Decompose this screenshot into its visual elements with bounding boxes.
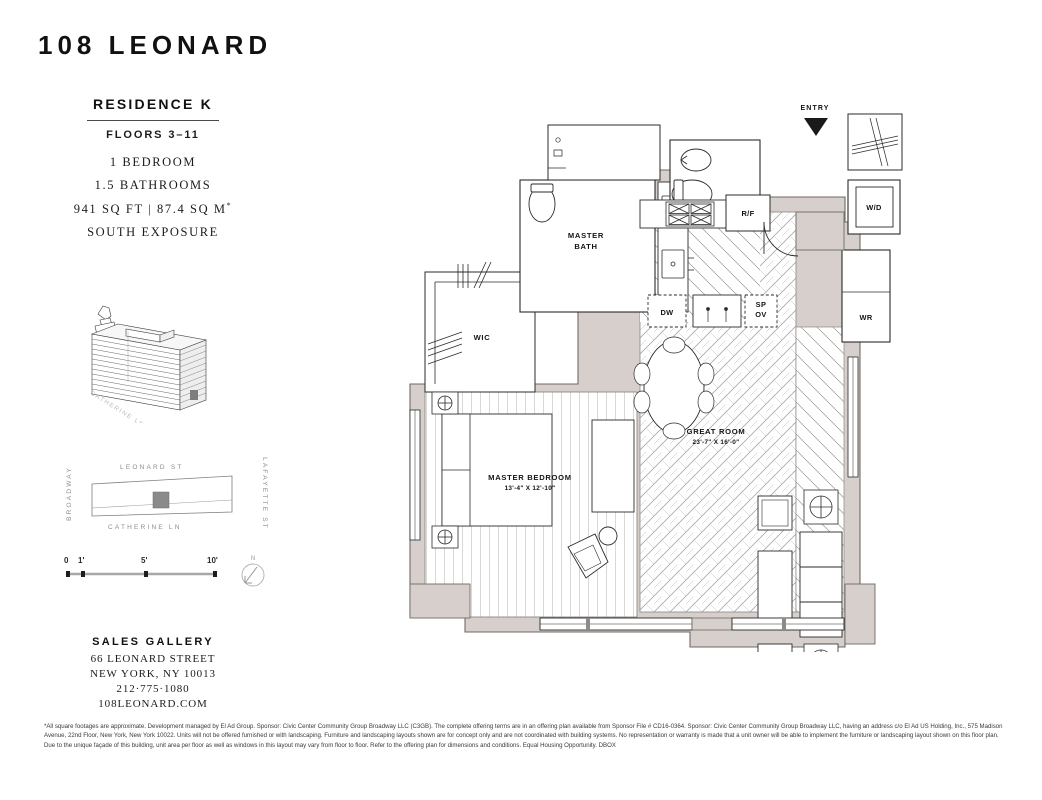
speed-oven-label-ov: OV (755, 310, 766, 319)
residence-bathrooms: 1.5 BATHROOMS (94, 178, 212, 192)
residence-area-text: 941 SQ FT | 87.4 SQ M (73, 202, 227, 217)
svg-text:N: N (251, 556, 255, 562)
armchair-bedroom (567, 526, 618, 579)
residence-area: 941 SQ FT | 87.4 SQ M* (38, 201, 268, 217)
scale-bar: 0 1' 5' 10' (64, 556, 224, 586)
upper-right-mech (847, 113, 903, 171)
nightstand-top (431, 391, 459, 415)
wic-label: WIC (474, 333, 491, 342)
scale-tick-5: 5' (141, 556, 148, 565)
street-label-broadway: BROADWAY (65, 466, 73, 521)
street-label-lafayette: LAFAYETTE ST (260, 457, 268, 530)
side-table-bottom (803, 643, 839, 652)
residence-exposure: SOUTH EXPOSURE (87, 225, 219, 240)
dining-set (633, 336, 715, 440)
street-label-leonard: LEONARD ST (120, 464, 184, 471)
scale-tick-1: 1' (78, 556, 85, 565)
building-illustration: CATHERINE LN (62, 298, 232, 429)
mech-hatch-lines (851, 117, 899, 167)
oven-box (744, 294, 778, 328)
coffee-table (757, 550, 793, 624)
residence-bedrooms: 1 BEDROOM (109, 155, 197, 169)
entry-door-swing (763, 221, 799, 257)
entry-marker: ENTRY (801, 105, 830, 136)
kitchen-island (692, 294, 742, 328)
scale-tick-10: 10' (207, 556, 218, 565)
east-window-strip (847, 356, 859, 478)
master-bath-label-line1: MASTER (568, 231, 604, 240)
shower-fixture (548, 137, 566, 169)
armchair-top-inner (761, 499, 789, 527)
armchair-bottom (757, 643, 793, 652)
west-window-strip (409, 409, 421, 541)
core-block-bottom-right (844, 583, 876, 645)
bed (441, 413, 553, 527)
entry-label: ENTRY (801, 105, 830, 112)
great-room-dimensions: 23'-7" X 16'-0" (693, 439, 740, 446)
sales-address-line1: 66 LEONARD STREET (90, 653, 216, 665)
wic-room (424, 271, 536, 393)
island-faucets (706, 307, 728, 322)
area-asterisk: * (226, 201, 233, 210)
core-block-bottom-left (409, 583, 471, 619)
wr-label: WR (859, 313, 872, 322)
refrigerator-box (725, 194, 771, 232)
dishwasher-box (647, 294, 687, 328)
powder-sink-icon (680, 148, 712, 172)
dresser (591, 419, 635, 513)
page-title: 108 LEONARD (38, 30, 273, 60)
site-map: LEONARD ST CATHERINE LN BROADWAY LAFAYET… (52, 440, 278, 550)
south-window-wall (539, 617, 845, 631)
sales-gallery-block: SALES GALLERY 66 LEONARD STREET NEW YORK… (38, 636, 268, 710)
master-bedroom-dimensions: 13'-4" X 12'-10" (505, 485, 556, 492)
sales-website[interactable]: 108LEONARD.COM (98, 698, 208, 710)
residence-info-block: RESIDENCE K FLOORS 3–11 1 BEDROOM 1.5 BA… (38, 96, 268, 240)
compass-rose: N (236, 552, 270, 590)
nightstand-bottom (431, 525, 459, 549)
side-table-top (803, 489, 839, 525)
sales-gallery-title: SALES GALLERY (92, 636, 214, 648)
wr-closet (841, 249, 891, 343)
master-bath-label-line2: BATH (574, 242, 597, 251)
toilet-icon (528, 183, 556, 223)
street-label-catherine: CATHERINE LN (108, 524, 182, 531)
sales-address-line2: NEW YORK, NY 10013 (90, 668, 216, 680)
great-room-label: GREAT ROOM (687, 427, 746, 436)
entry-arrow-icon (804, 118, 828, 136)
cooktop-icon (665, 201, 715, 227)
legal-disclaimer: *All square footages are approximate. De… (44, 723, 1003, 749)
sales-phone[interactable]: 212·775·1080 (116, 683, 190, 695)
entry-vestibule-mass (795, 211, 845, 251)
master-bedroom-label: MASTER BEDROOM (488, 473, 572, 482)
residence-floors: FLOORS 3–11 (106, 129, 200, 141)
wic-shelving (427, 261, 528, 384)
wd-unit (855, 186, 894, 228)
divider (87, 120, 219, 121)
shower-enclosure (547, 124, 661, 181)
plan-geometry: WIC MASTER BATH (409, 113, 903, 652)
speed-oven-label-sp: SP (756, 300, 767, 309)
refrigerator-label: R/F (741, 209, 754, 218)
dishwasher-label: DW (660, 308, 673, 317)
residence-name: RESIDENCE K (93, 96, 213, 112)
washer-dryer-label: W/D (866, 203, 882, 212)
scale-tick-0: 0 (64, 556, 69, 565)
floor-plan: WIC MASTER BATH (390, 92, 1010, 652)
